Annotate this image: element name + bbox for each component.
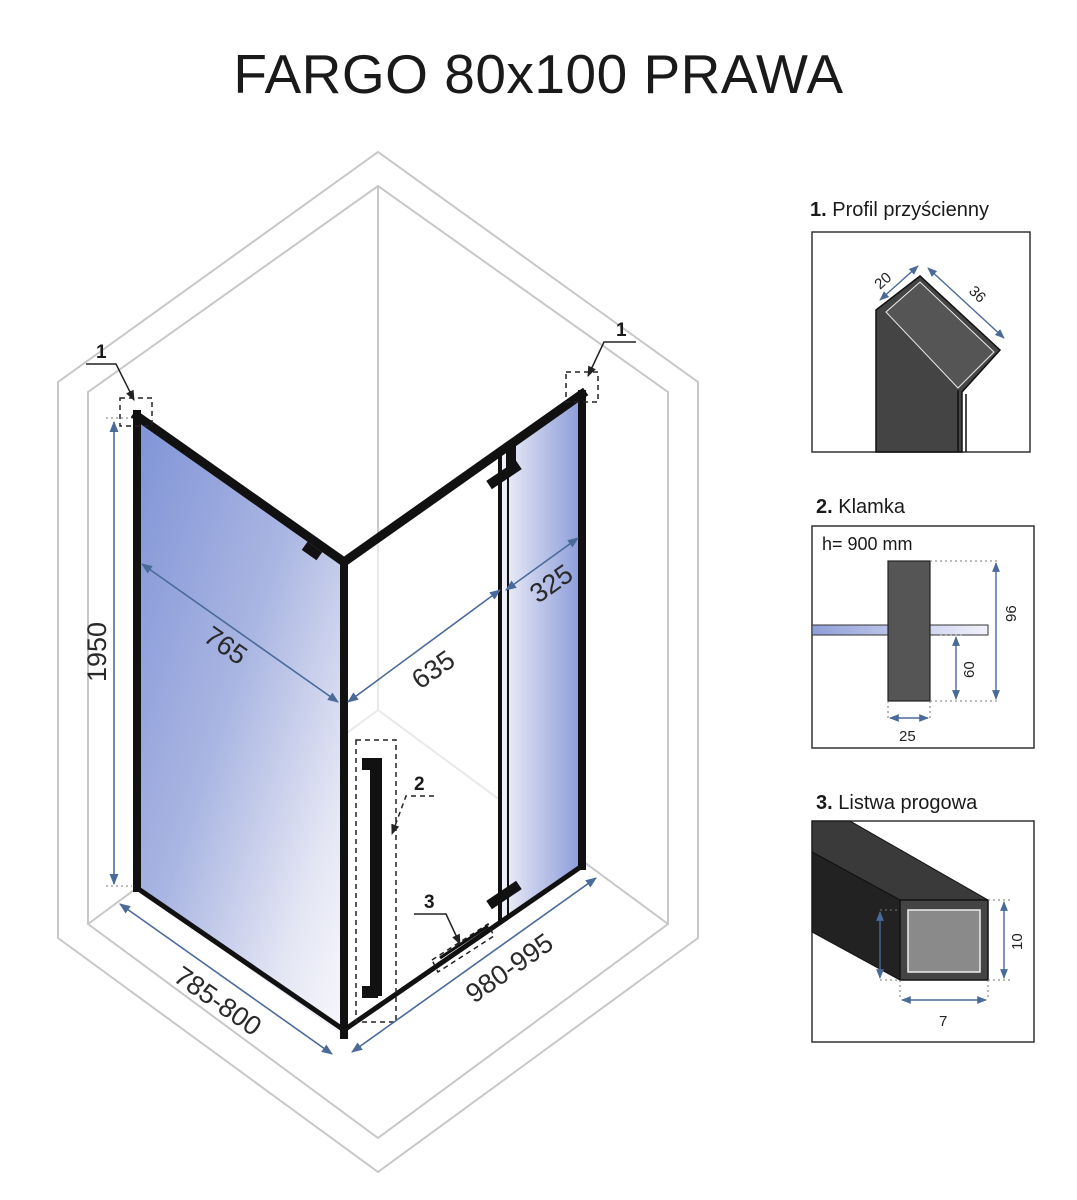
dimension-lines — [109, 420, 597, 1055]
callout-handle: 2 — [414, 774, 425, 795]
detail2-dim-25: 25 — [899, 728, 916, 745]
profile-left-marker — [119, 397, 153, 427]
profile-right-marker — [565, 371, 599, 403]
detail3-dim-7: 7 — [939, 1013, 947, 1030]
detail2-height-label: h= 900 mm — [822, 534, 913, 554]
detail3-dim-10: 10 — [1009, 933, 1026, 950]
detail2-label: Klamka — [838, 496, 905, 518]
detail3-label: Listwa progowa — [838, 792, 978, 814]
detail3-title: 3. Listwa progowa — [816, 792, 977, 815]
detail-handle: h= 900 mm 96 60 25 — [811, 525, 1035, 749]
dim-height: 1950 — [82, 622, 112, 682]
detail3-number: 3. — [816, 792, 833, 814]
callout-profile-right: 1 — [616, 320, 627, 341]
detail1-number: 1. — [810, 199, 827, 221]
dimension-extension-lines — [106, 417, 132, 887]
detail2-title: 2. Klamka — [816, 496, 905, 519]
detail1-label: Profil przyścienny — [832, 199, 989, 221]
page-title: FARGO 80x100 PRAWA — [233, 43, 844, 105]
detail-threshold: 9 10 7 — [811, 820, 1035, 1043]
detail-wall-profile: 20 36 — [811, 231, 1031, 453]
left-glass-panel — [137, 418, 342, 1035]
right-fixed-glass-panel — [500, 396, 582, 920]
detail3-dim-9: 9 — [862, 940, 879, 948]
callout-threshold: 3 — [424, 892, 435, 913]
detail1-title: 1. Profil przyścienny — [810, 199, 989, 222]
detail2-number: 2. — [816, 496, 833, 518]
callout-profile-left: 1 — [96, 342, 107, 363]
detail2-dim-96: 96 — [1003, 605, 1020, 622]
detail2-dim-60: 60 — [961, 661, 978, 678]
